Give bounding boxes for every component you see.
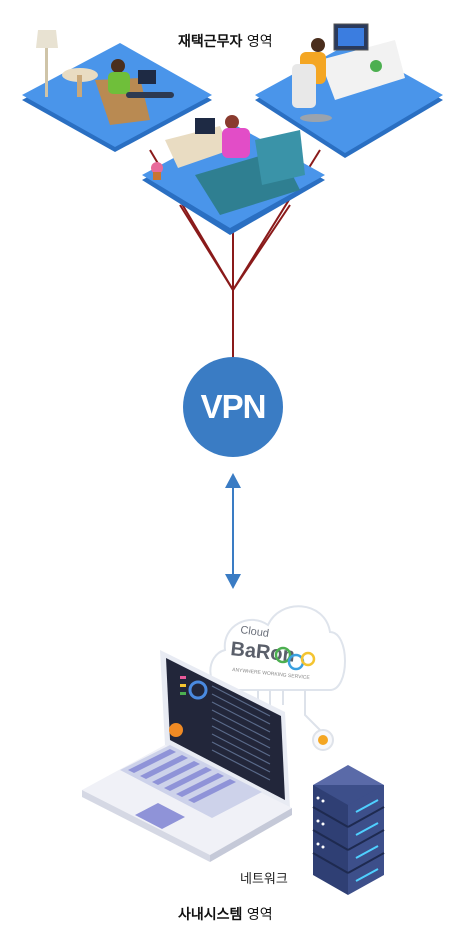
laptop-icon — [82, 650, 292, 862]
remote-area-label-bold: 재택근무자 — [178, 34, 243, 50]
vpn-circle — [183, 357, 283, 457]
cloud-connectors — [257, 690, 321, 731]
internal-system-area-label-bold: 사내시스템 — [178, 907, 243, 923]
remote-area-label-rest: 영역 — [242, 34, 273, 50]
remote-worker-center — [142, 115, 325, 235]
network-label: 네트워크 — [240, 872, 288, 887]
remote-worker-left — [22, 30, 212, 152]
vpn-label: VPN — [200, 388, 267, 425]
gear-icon — [312, 729, 334, 751]
remote-worker-right — [255, 23, 443, 158]
cloud-icon: Cloud BaRon ANYWHERE WORKING SERVICE — [209, 605, 346, 691]
server-icon — [312, 765, 385, 895]
internal-system-area-label: 사내시스템 영역 — [178, 904, 273, 924]
remote-area-label: 재택근무자 영역 — [178, 31, 273, 51]
internal-system-area-label-rest: 영역 — [242, 907, 273, 923]
cloud-logo-line1: Cloud — [240, 624, 270, 640]
double-arrow-icon — [225, 473, 241, 589]
